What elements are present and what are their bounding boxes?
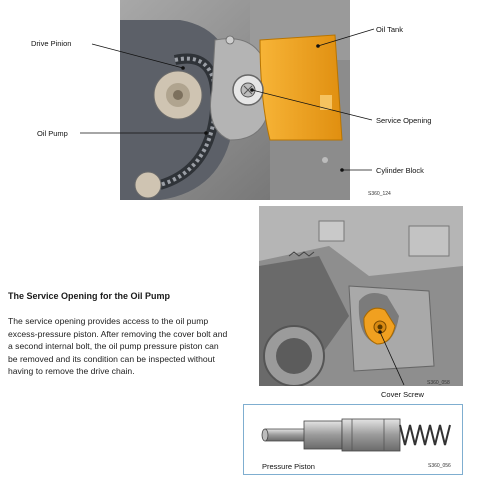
label-oil-pump: Oil Pump bbox=[37, 129, 68, 138]
label-cylinder-block: Cylinder Block bbox=[376, 166, 424, 175]
label-drive-pinion: Drive Pinion bbox=[31, 39, 72, 48]
section-heading: The Service Opening for the Oil Pump bbox=[8, 291, 171, 301]
figure-oil-pump-cutaway: Drive Pinion Oil Tank Service Opening Oi… bbox=[0, 0, 500, 205]
label-service-opening: Service Opening bbox=[376, 116, 432, 125]
section-paragraph: The service opening provides access to t… bbox=[8, 316, 228, 377]
pressure-piston-illustration bbox=[261, 418, 451, 452]
label-pressure-piston: Pressure Piston bbox=[262, 462, 315, 471]
label-cover-screw: Cover Screw bbox=[381, 390, 424, 399]
figure1-code: S360_124 bbox=[368, 191, 391, 197]
cover-screw-illustration bbox=[259, 206, 463, 386]
figure2-code: S360_058 bbox=[427, 380, 450, 386]
figure-cover-screw bbox=[259, 206, 463, 386]
engine-cutaway-illustration bbox=[120, 0, 350, 200]
figure-pressure-piston: Pressure Piston S360_056 bbox=[243, 404, 463, 475]
figure3-code: S360_056 bbox=[428, 463, 451, 469]
figure1-leader-lines bbox=[80, 28, 375, 172]
label-oil-tank: Oil Tank bbox=[376, 25, 403, 34]
